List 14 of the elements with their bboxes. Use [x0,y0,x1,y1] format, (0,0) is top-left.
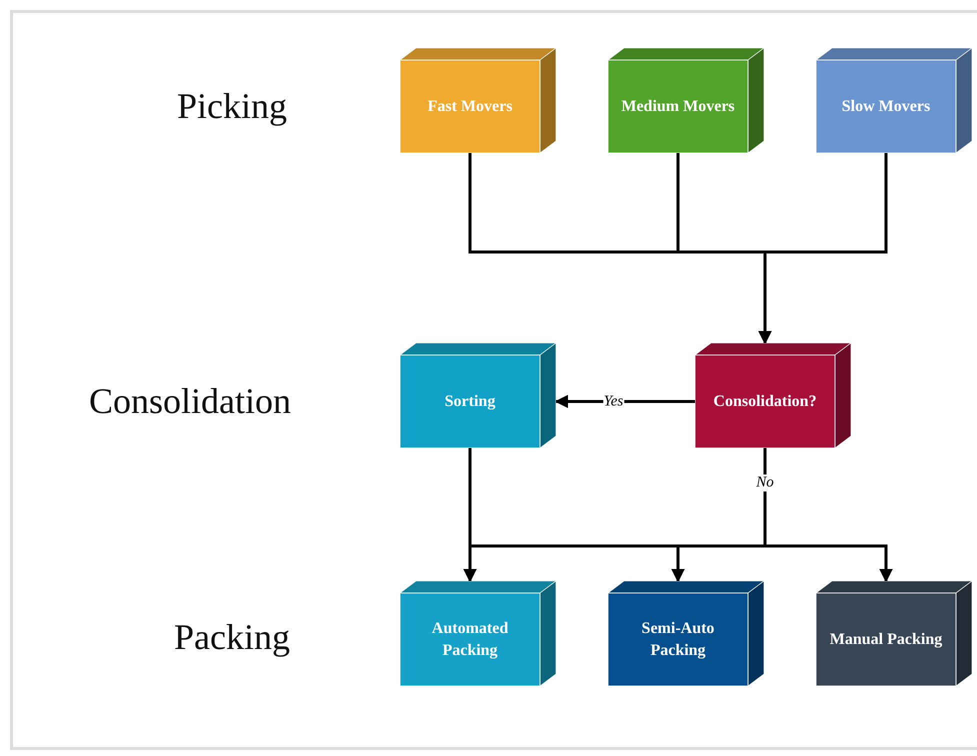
arrow [758,153,888,344]
stage-label: Picking [177,85,287,127]
block-label: Automated Packing [430,618,510,660]
stage-label: Packing [174,616,290,658]
block-label: Slow Movers [842,96,930,117]
block-label: Sorting [444,392,496,412]
stage-label: Consolidation [89,380,291,422]
block-label: Consolidation? [713,392,817,412]
block-label: Medium Movers [621,96,735,117]
block-label: Manual Packing [830,630,942,650]
arrow [554,394,695,408]
block-label: Fast Movers [428,96,512,117]
edge-label: No [755,474,775,492]
block-label: Semi-Auto Packing [640,618,716,660]
